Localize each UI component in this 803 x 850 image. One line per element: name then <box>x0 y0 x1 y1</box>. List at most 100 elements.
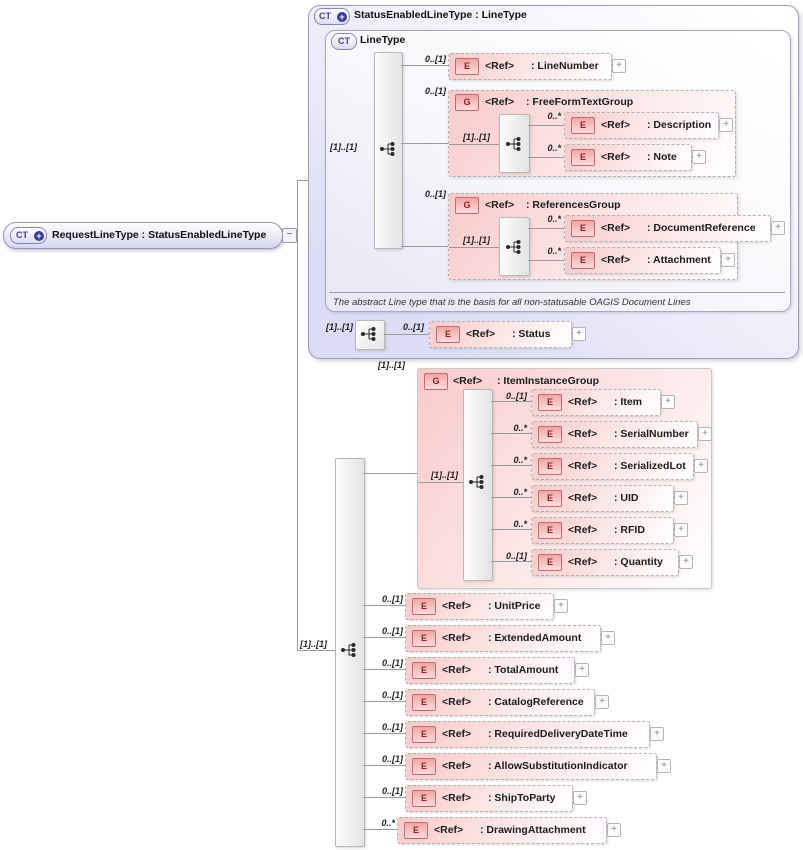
expand-plus-icon[interactable]: + <box>657 759 671 773</box>
connector-line <box>449 144 499 145</box>
group-iteminstancegroup[interactable]: G <Ref> : ItemInstanceGroup [1]..[1] 0..… <box>417 368 712 589</box>
sequence-icon <box>360 326 376 342</box>
expand-plus-icon[interactable]: + <box>607 823 621 837</box>
expand-plus-icon[interactable]: + <box>595 695 609 709</box>
root-element[interactable]: CT + RequestLineType : StatusEnabledLine… <box>3 222 283 249</box>
expand-plus-icon[interactable]: + <box>674 491 688 505</box>
expand-plus-icon[interactable]: + <box>554 599 568 613</box>
element-serialnumber[interactable]: E <Ref> : SerialNumber <box>531 421 698 448</box>
group-name: : FreeFormTextGroup <box>526 96 634 108</box>
element-badge: E <box>455 58 479 75</box>
expand-plus-icon[interactable]: + <box>698 427 712 441</box>
element-name: : UID <box>614 492 639 504</box>
group-freeformtextgroup[interactable]: G <Ref> : FreeFormTextGroup [1]..[1] 0..… <box>448 90 736 177</box>
element-item[interactable]: E <Ref> : Item <box>531 389 661 416</box>
expand-plus-icon[interactable]: + <box>771 221 785 235</box>
sequence-icon <box>379 141 395 157</box>
sequence-bar <box>463 389 493 581</box>
sequence-bar <box>335 458 365 847</box>
ref-label: <Ref> <box>442 728 472 740</box>
element-allowsubstitutionindicator[interactable]: E <Ref> : AllowSubstitutionIndicator <box>405 753 657 780</box>
cardinality-label: [1]..[1] <box>378 360 405 370</box>
element-document-reference[interactable]: E <Ref> : DocumentReference <box>564 215 771 242</box>
expand-plus-icon[interactable]: + <box>661 395 675 409</box>
element-name: : RequiredDeliveryDateTime <box>488 728 628 740</box>
element-quantity[interactable]: E <Ref> : Quantity <box>531 549 679 576</box>
ct-badge-label: CT <box>319 11 331 21</box>
element-badge: E <box>571 149 595 166</box>
element-status[interactable]: E <Ref> : Status <box>429 321 572 348</box>
expand-plus-icon[interactable]: + <box>337 11 347 22</box>
connector-line <box>363 765 405 766</box>
element-name: : Description <box>647 119 712 131</box>
expand-plus-icon[interactable]: + <box>679 555 693 569</box>
cardinality-label: [1]..[1] <box>431 470 458 480</box>
expand-plus-icon[interactable]: + <box>601 631 615 645</box>
expand-plus-icon[interactable]: + <box>674 523 688 537</box>
element-totalamount[interactable]: E <Ref> : TotalAmount <box>405 657 575 684</box>
connector-line <box>363 605 405 606</box>
element-extendedamount[interactable]: E <Ref> : ExtendedAmount <box>405 625 601 652</box>
cardinality-label: [1]..[1] <box>300 639 327 649</box>
cardinality-label: 0..[1] <box>381 626 403 636</box>
element-name: : Status <box>512 328 551 340</box>
connector-line <box>297 180 298 651</box>
group-referencesgroup[interactable]: G <Ref> : ReferencesGroup [1]..[1] 0..* … <box>448 193 785 280</box>
ref-label: <Ref> <box>434 824 464 836</box>
complextype-plus-badge: CT + <box>314 8 350 25</box>
element-catalogreference[interactable]: E <Ref> : CatalogReference <box>405 689 595 716</box>
collapse-minus-icon[interactable]: − <box>282 228 297 243</box>
ref-label: <Ref> <box>568 492 598 504</box>
connector-line <box>297 650 336 651</box>
expand-plus-icon[interactable]: + <box>694 459 708 473</box>
expand-plus-icon[interactable]: + <box>572 327 586 341</box>
expand-plus-icon[interactable]: + <box>650 727 664 741</box>
element-name: : Note <box>647 151 677 163</box>
statusenabledlinetype-title: StatusEnabledLineType : LineType <box>354 9 527 21</box>
cardinality-label: 0..[1] <box>505 551 527 561</box>
element-badge: E <box>571 117 595 134</box>
element-uid[interactable]: E <Ref> : UID <box>531 485 674 512</box>
cardinality-label: 0..[1] <box>381 786 403 796</box>
cardinality-label: 0..* <box>547 214 561 224</box>
expand-plus-icon[interactable]: + <box>612 59 626 73</box>
connector-line <box>449 247 499 248</box>
ref-label: <Ref> <box>485 199 515 211</box>
expand-plus-icon[interactable]: + <box>573 791 587 805</box>
element-note[interactable]: E <Ref> : Note <box>564 144 692 171</box>
expand-plus-icon[interactable]: + <box>34 230 44 241</box>
element-badge: E <box>412 662 436 679</box>
element-drawingattachment[interactable]: E <Ref> : DrawingAttachment <box>397 817 607 844</box>
element-rfid[interactable]: E <Ref> : RFID <box>531 517 674 544</box>
element-attachment[interactable]: E <Ref> : Attachment <box>564 247 721 274</box>
element-serializedlot[interactable]: E <Ref> : SerializedLot <box>531 453 694 480</box>
ref-label: <Ref> <box>568 396 598 408</box>
element-badge: E <box>538 522 562 539</box>
element-badge: E <box>571 220 595 237</box>
expand-plus-icon[interactable]: + <box>719 118 733 132</box>
connector-line <box>491 465 531 466</box>
cardinality-label: [1]..[1] <box>463 132 490 142</box>
ref-label: <Ref> <box>442 632 472 644</box>
element-shiptoparty[interactable]: E <Ref> : ShipToParty <box>405 785 573 812</box>
connector-line <box>418 482 463 483</box>
cardinality-label: 0..[1] <box>381 594 403 604</box>
element-line-number[interactable]: E <Ref> : LineNumber <box>448 53 612 80</box>
element-badge: E <box>412 726 436 743</box>
cardinality-label: 0..[1] <box>381 658 403 668</box>
element-badge: E <box>571 252 595 269</box>
group-name: : ReferencesGroup <box>526 199 621 211</box>
expand-plus-icon[interactable]: + <box>721 253 735 267</box>
cardinality-label: 0..[1] <box>424 54 446 64</box>
expand-plus-icon[interactable]: + <box>692 150 706 164</box>
complextype-badge: CT <box>331 33 357 50</box>
element-description[interactable]: E <Ref> : Description <box>564 112 719 139</box>
element-unitprice[interactable]: E <Ref> : UnitPrice <box>405 593 554 620</box>
element-requireddeliverydatetime[interactable]: E <Ref> : RequiredDeliveryDateTime <box>405 721 650 748</box>
connector-line <box>401 246 448 247</box>
cardinality-label: 0..[1] <box>424 189 446 199</box>
expand-plus-icon[interactable]: + <box>575 663 589 677</box>
element-badge: E <box>538 458 562 475</box>
sequence-icon <box>468 474 484 490</box>
ref-label: <Ref> <box>601 222 631 234</box>
